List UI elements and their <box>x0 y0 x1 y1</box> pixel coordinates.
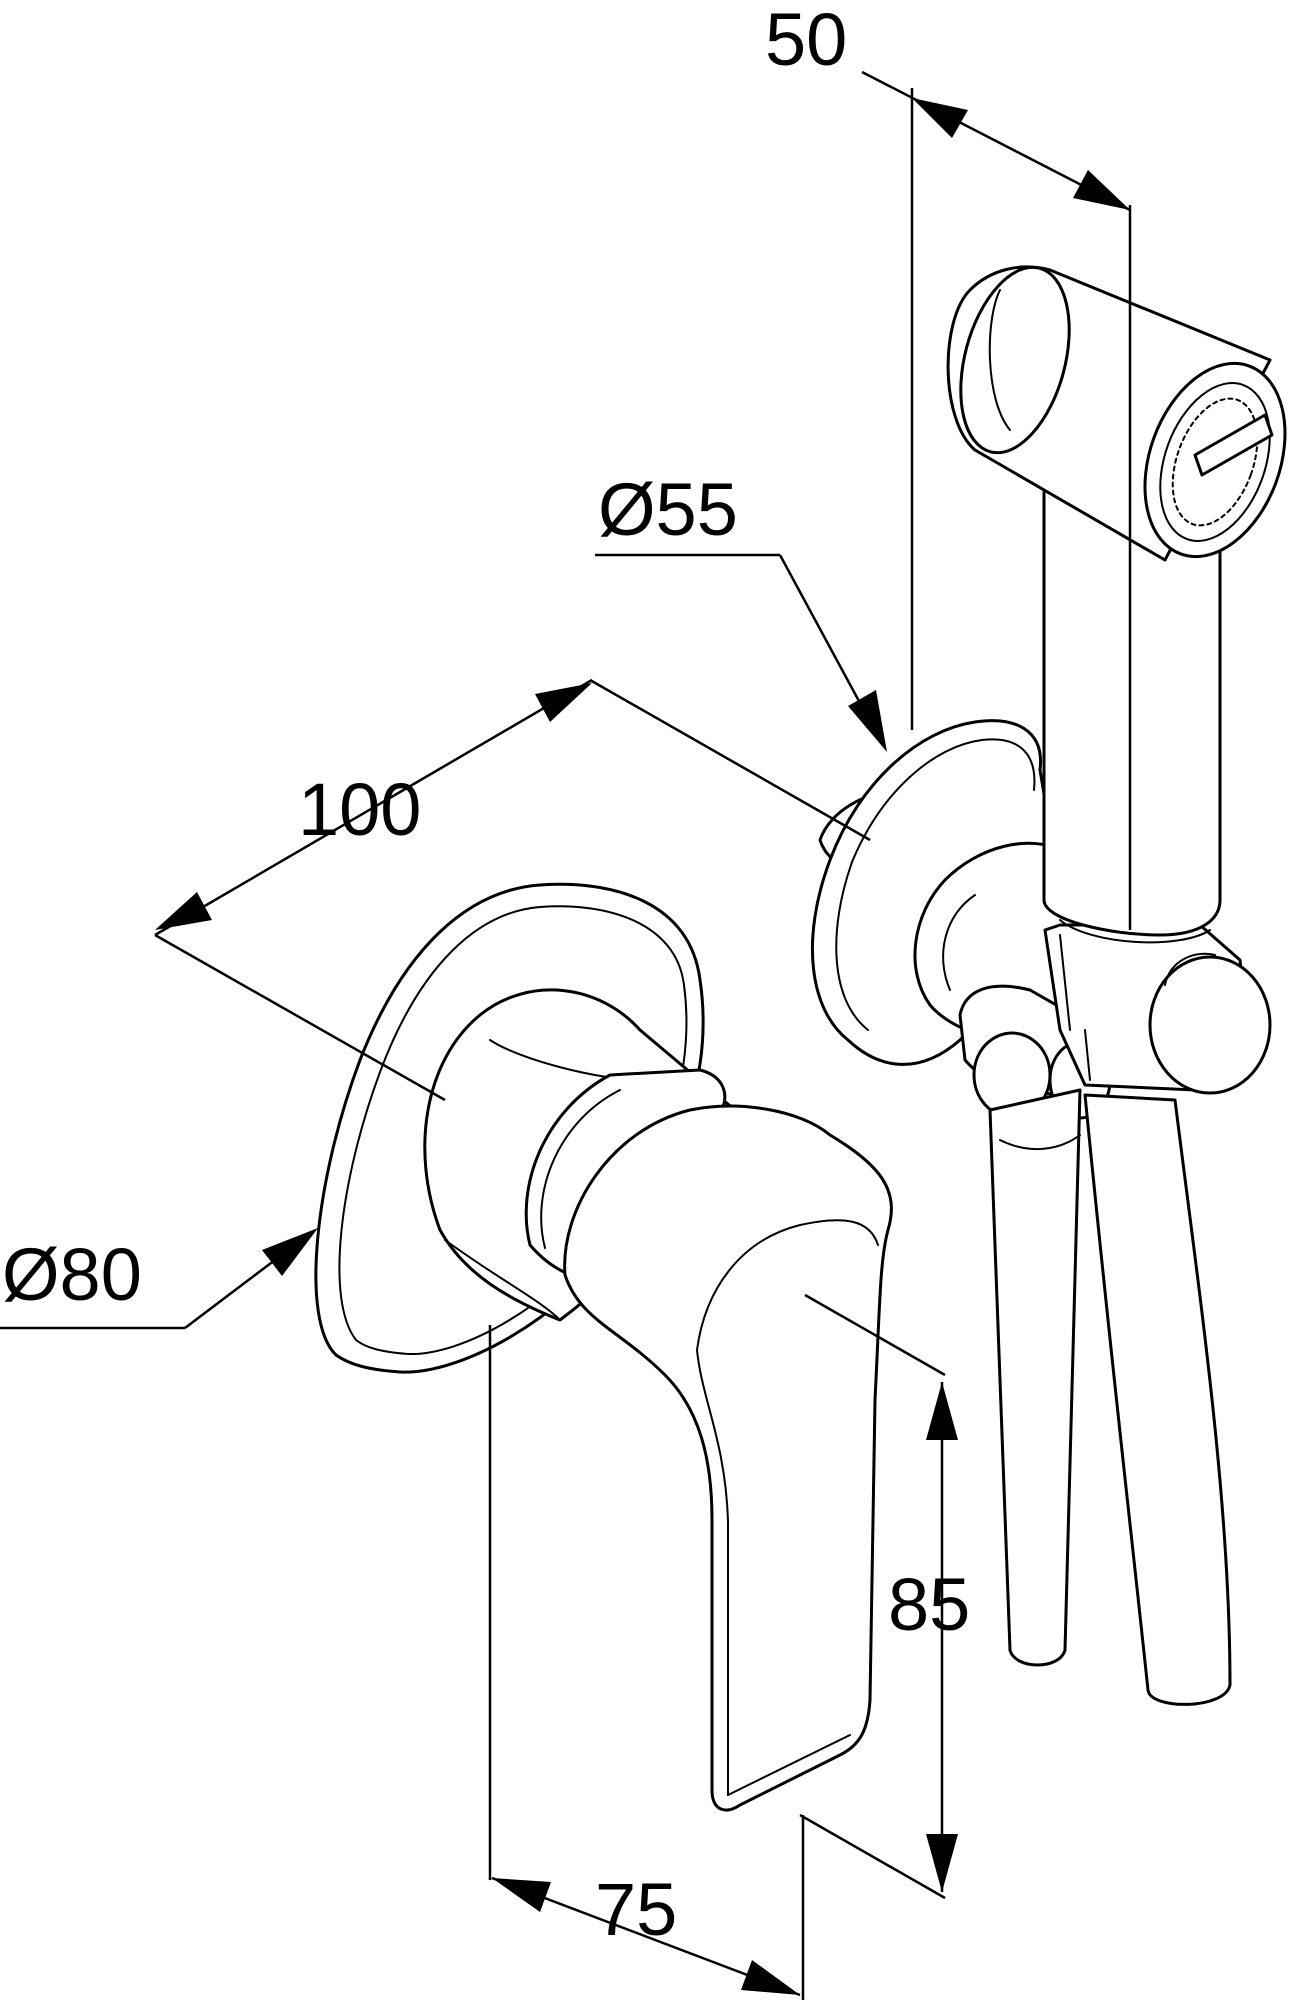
shower-holder <box>958 923 1272 1120</box>
dimension-diameter-55: Ø55 <box>595 468 887 752</box>
dimension-75: 75 <box>488 1325 805 2000</box>
mixer-lever-handle <box>563 1104 893 1812</box>
dimension-label-diameter-80: Ø80 <box>2 1233 142 1316</box>
arrow-head <box>741 1960 800 1995</box>
arrow-head <box>848 690 887 752</box>
hand-shower <box>946 265 1287 944</box>
dimension-label-100: 100 <box>298 768 421 851</box>
dimension-label-85: 85 <box>888 1563 970 1646</box>
dimension-label-diameter-55: Ø55 <box>598 468 738 551</box>
dimension-85: 85 <box>799 1293 970 1900</box>
shower-hose <box>988 1088 1232 1706</box>
arrow-head <box>262 1228 318 1276</box>
arrow-head <box>912 98 968 138</box>
dimension-100: 100 <box>154 678 871 1102</box>
dimension-label-75: 75 <box>595 1868 677 1951</box>
arrow-head <box>155 892 212 930</box>
dimension-label-50: 50 <box>765 0 847 81</box>
arrow-head <box>535 683 592 722</box>
arrow-head <box>1073 170 1130 210</box>
dimension-diameter-80: Ø80 <box>0 1228 318 1330</box>
dimension-50: 50 <box>765 0 1132 930</box>
arrow-head <box>926 1382 958 1440</box>
arrow-head <box>926 1834 958 1892</box>
arrow-head <box>492 1878 551 1912</box>
